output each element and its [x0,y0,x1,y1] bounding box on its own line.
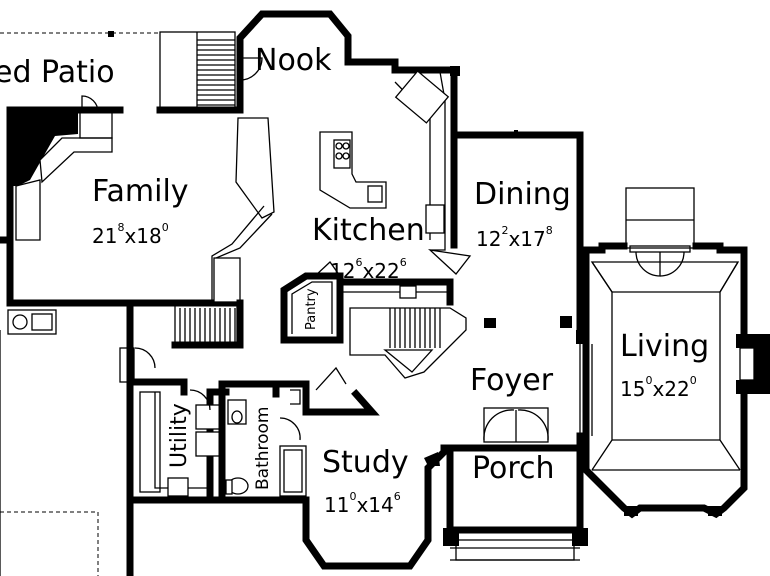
deck-stairs [159,31,236,113]
kitchen-label: Kitchen [312,213,425,248]
living-label: Living [620,329,709,364]
foyer-label: Foyer [470,363,554,398]
patio-area: ed Patio [0,31,160,90]
bathroom-label: Bathroom [253,407,273,491]
bathroom-room: Bathroom [132,380,310,504]
dining-room: Dining 122x178 [456,130,584,254]
family-room: Family 218x180 [0,95,244,307]
back-stairs [119,299,244,576]
family-label: Family [92,174,189,209]
kitchen-room: Kitchen 126x226 [211,70,472,303]
living-dimensions: 150x220 [620,374,697,401]
nook-label: Nook [255,43,332,78]
patio-label: ed Patio [0,55,115,90]
family-dimensions: 218x180 [92,221,169,248]
utility-label: Utility [167,403,192,468]
hall-closet [272,366,380,416]
study-room: Study 110x146 [302,445,449,570]
main-stairs [349,307,496,379]
dining-dimensions: 122x178 [476,224,553,251]
porch-label: Porch [472,451,555,486]
study-label: Study [322,445,409,480]
lower-left-outline [0,330,99,576]
study-dimensions: 110x146 [324,490,401,517]
pantry-room: Pantry [280,261,344,344]
living-room: Living 150x220 [582,187,770,519]
pantry-label: Pantry [304,288,319,330]
dining-label: Dining [474,177,571,212]
porch-room: Porch [443,448,588,561]
laundry-sink [7,309,57,335]
utility-room: Utility [132,388,230,504]
foyer-room: Foyer [470,363,554,443]
